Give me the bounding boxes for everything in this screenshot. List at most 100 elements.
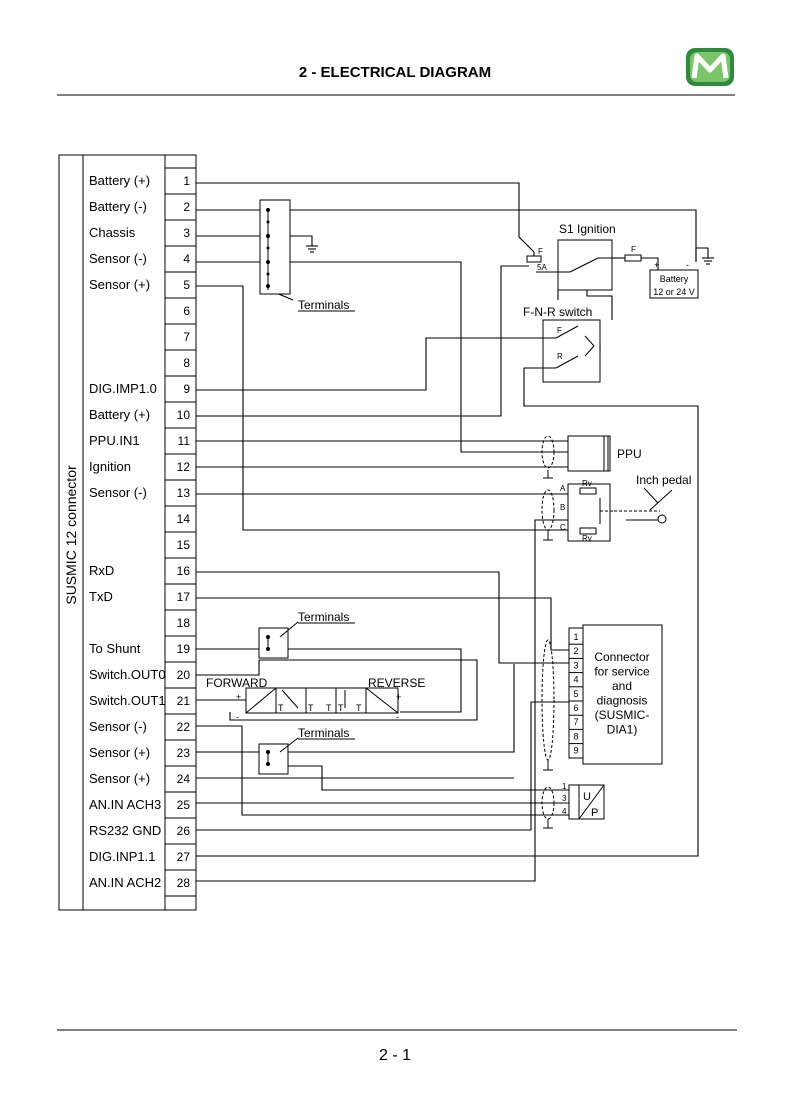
dia-pin-number: 4: [573, 675, 578, 685]
pin-label: RxD: [89, 563, 114, 578]
dia-text-line: diagnosis: [597, 694, 648, 708]
pin-number: 7: [183, 330, 190, 344]
pin-number: 15: [177, 538, 191, 552]
pin-label: PPU.IN1: [89, 433, 140, 448]
valve-minus-left: -: [236, 712, 239, 722]
dia-text-line: (SUSMIC-: [595, 708, 650, 722]
dia-pin-number: 3: [573, 660, 578, 670]
battery-label-2: 12 or 24 V: [653, 287, 695, 297]
connector-title: SUSMIC 12 connector: [63, 465, 79, 605]
pin-number: 25: [177, 798, 191, 812]
pin-number: 8: [183, 356, 190, 370]
page-number: 2 - 1: [378, 1047, 411, 1064]
pin-number: 6: [183, 304, 190, 318]
ground-symbols: [306, 245, 714, 265]
dia-pin-number: 5: [573, 689, 578, 699]
pin-label: Battery (+): [89, 407, 150, 422]
fnr-r-label: R: [557, 352, 563, 361]
fnr-switch: F-N-R switch F R: [523, 305, 601, 383]
dia-pin-number: 8: [573, 731, 578, 741]
pin-label: Sensor (+): [89, 771, 150, 786]
pin-number: 27: [177, 850, 191, 864]
terminal-block-top: Terminals: [259, 199, 355, 312]
ppu-label: PPU: [617, 447, 642, 461]
inch-pedal-label: Inch pedal: [636, 473, 691, 487]
pin-number: 20: [177, 668, 191, 682]
page-title: 2 - ELECTRICAL DIAGRAM: [298, 64, 492, 81]
pin-label: Ignition: [89, 459, 131, 474]
valve-t-5: T: [356, 703, 362, 713]
pin-label: Battery (-): [89, 199, 147, 214]
company-logo: M: [0, 0, 734, 86]
pin-number: 10: [177, 408, 191, 422]
dia-pin-number: 1: [573, 632, 578, 642]
pin-number: 28: [177, 876, 191, 890]
terminals-label-mid: Terminals: [298, 610, 349, 624]
dia-pin-number: 6: [573, 703, 578, 713]
ppu-sensor: PPU: [541, 435, 642, 479]
terminal-block-mid: Terminals: [258, 610, 355, 659]
fuse-5a-label: 5A: [537, 263, 547, 272]
pin-label: Switch.OUT0: [89, 667, 166, 682]
pin-label: AN.IN ACH2: [89, 875, 161, 890]
fnr-f-label: F: [557, 326, 562, 335]
valve-minus-right: -: [396, 712, 399, 722]
pin-label: AN.IN ACH3: [89, 797, 161, 812]
pot-b-label: B: [560, 503, 565, 512]
valve-plus-right: +: [396, 692, 401, 702]
pin-label: To Shunt: [89, 641, 141, 656]
pin-number: 16: [177, 564, 191, 578]
battery-minus: -: [686, 260, 689, 270]
s1-ignition-label: S1 Ignition: [559, 222, 616, 236]
valve-t-4: T: [338, 703, 344, 713]
terminals-label-low: Terminals: [298, 726, 349, 740]
valve-t-2: T: [308, 703, 314, 713]
pin-label: DIG.IMP1.0: [89, 381, 157, 396]
dia-pin-number: 9: [573, 746, 578, 756]
dia-text-line: for service: [594, 665, 650, 679]
terminal-block-low: Terminals: [258, 726, 355, 775]
valve-plus-left: +: [236, 692, 241, 702]
pot-a-label: A: [560, 484, 566, 493]
pin-number: 26: [177, 824, 191, 838]
dia-pin-number: 7: [573, 717, 578, 727]
pin-number: 24: [177, 772, 191, 786]
pin-number: 21: [177, 694, 191, 708]
fuse-5a: F 5A: [526, 247, 547, 272]
pin-label: RS232 GND: [89, 823, 161, 838]
pin-number: 12: [177, 460, 191, 474]
pin-number: 13: [177, 486, 191, 500]
pin-number: 11: [178, 434, 191, 448]
up-pin-number: 4: [562, 807, 567, 816]
up-p-label: P: [591, 807, 598, 819]
pin-number: 1: [183, 174, 190, 188]
pin-label: Battery (+): [89, 173, 150, 188]
pin-label: Sensor (-): [89, 719, 147, 734]
dia-text-line: Connector: [594, 650, 649, 664]
pin-number: 9: [183, 382, 190, 396]
directional-valve: FORWARD REVERSE + - + - T T T T T: [206, 676, 425, 722]
logo-text: M: [0, 0, 1, 1]
pin-label: Sensor (+): [89, 745, 150, 760]
pin-number: 19: [177, 642, 191, 656]
pin-label: Sensor (-): [89, 485, 147, 500]
fnr-switch-label: F-N-R switch: [523, 305, 592, 319]
inch-pedal-sensor: Rv Rv A B C Inch pedal: [541, 473, 691, 543]
pin-label: Switch.OUT1: [89, 693, 166, 708]
battery-plus: +: [654, 260, 659, 270]
pot-c-label: C: [560, 523, 566, 532]
rv-label-top: Rv: [582, 479, 592, 488]
dia-text-line: and: [612, 679, 632, 693]
up-pin-number: 3: [562, 794, 567, 803]
pin-label: Chassis: [89, 225, 136, 240]
pin-number: 5: [183, 278, 190, 292]
wiring: [196, 182, 709, 882]
pin-label: TxD: [89, 589, 113, 604]
battery: + - Battery 12 or 24 V: [649, 260, 699, 299]
pin-number: 3: [183, 226, 190, 240]
pin-number: 23: [177, 746, 191, 760]
s1-ignition-switch: S1 Ignition F: [557, 222, 642, 291]
pin-number: 18: [177, 616, 191, 630]
